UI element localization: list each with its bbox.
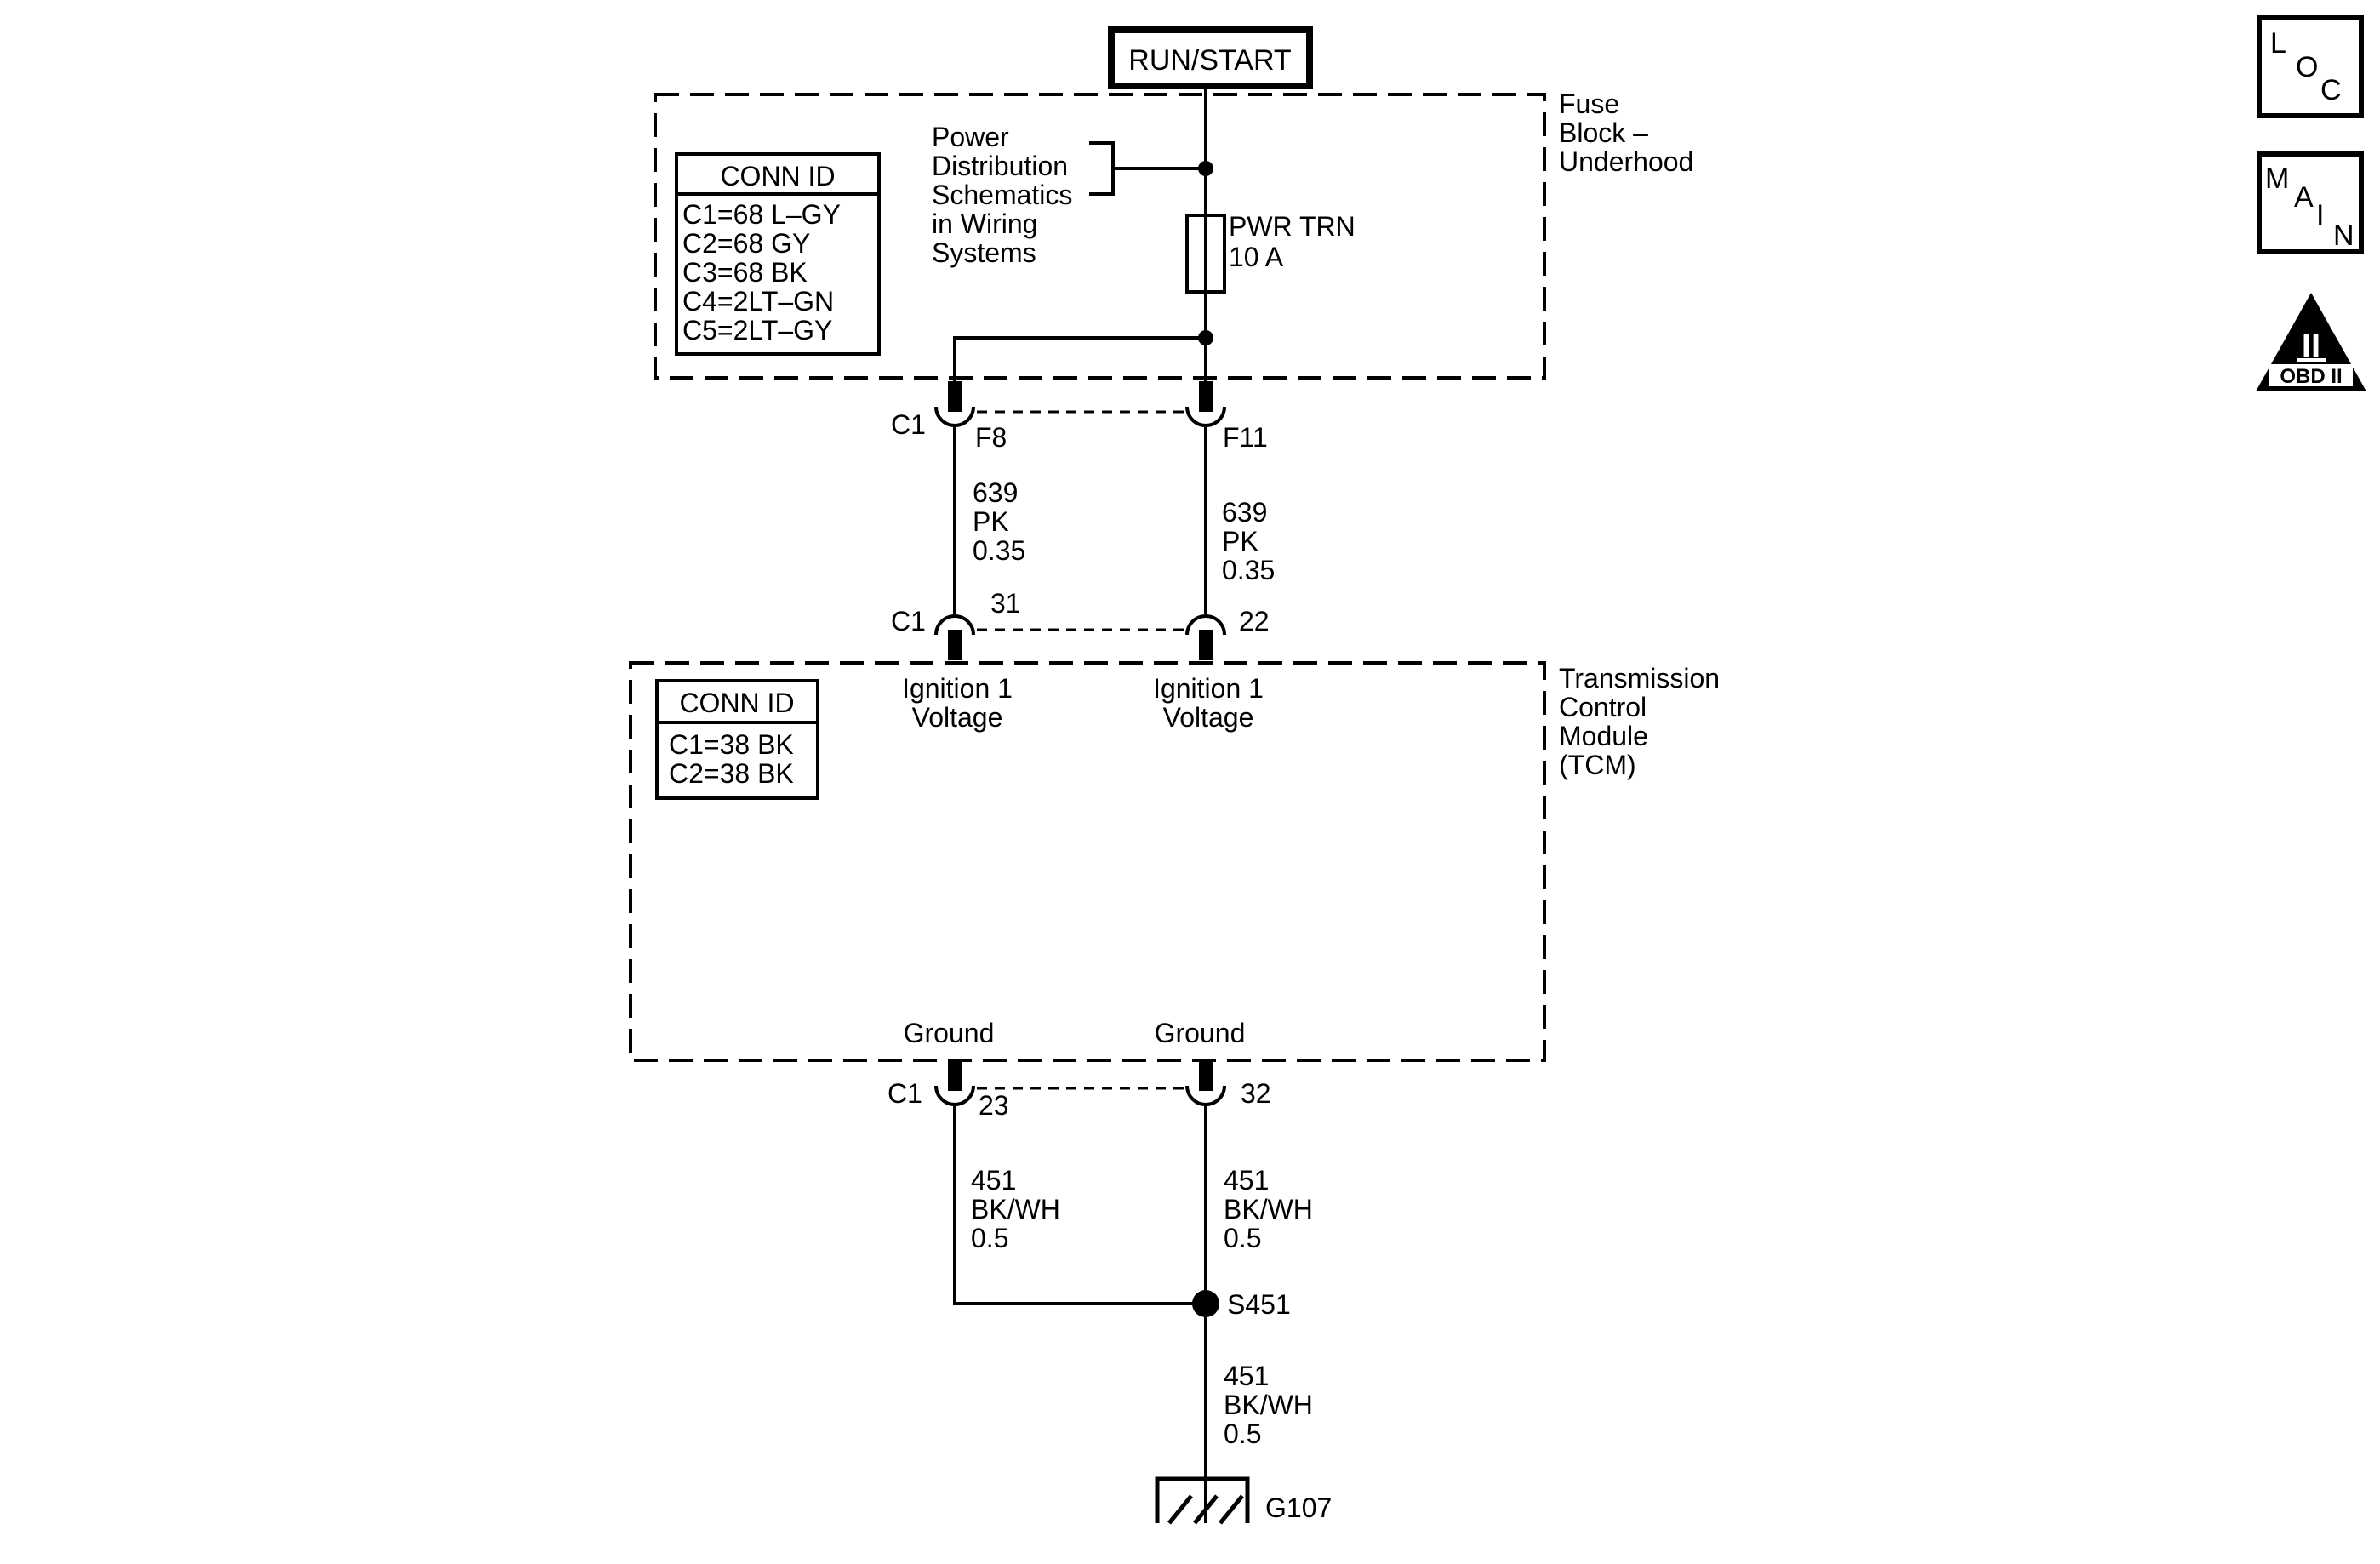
svg-text:BK/WH: BK/WH [971,1194,1060,1224]
main-icon[interactable]: M A I N [2257,151,2364,254]
svg-text:O: O [2296,51,2318,83]
svg-text:Power: Power [932,122,1009,152]
svg-text:L: L [2270,27,2286,60]
svg-text:0.5: 0.5 [971,1223,1008,1253]
svg-text:M: M [2265,163,2289,195]
upper-wire-right: 639 PK 0.35 [1204,425,1275,614]
svg-text:0.35: 0.35 [1222,555,1275,585]
feed-wire [953,86,1213,381]
obd-ii-icon[interactable]: II OBD II [2256,293,2366,391]
svg-text:Underhood: Underhood [1559,146,1693,177]
svg-text:Module: Module [1559,721,1648,751]
tcm-ground-labels: Ground Ground [904,1018,1246,1048]
svg-text:S451: S451 [1227,1289,1291,1320]
svg-text:BK/WH: BK/WH [1224,1194,1313,1224]
svg-text:F8: F8 [975,422,1007,453]
fuse-rating: 10 A [1229,242,1284,272]
tcm-ignition-inputs: Ignition 1 Voltage Ignition 1 Voltage [902,673,1264,733]
svg-text:Systems: Systems [932,237,1036,268]
svg-text:OBD II: OBD II [2280,365,2342,388]
tcm-conn-id-table: CONN ID C1=38 BK C2=38 BK [655,679,819,800]
fuse-block-label: Fuse Block – Underhood [1559,88,1693,177]
fuse-pwr-trn: PWR TRN 10 A [1185,211,1356,294]
tcm-bottom-connector: C1 23 32 [888,1060,1271,1121]
tcm-label: Transmission Control Module (TCM) [1559,663,1720,780]
svg-text:Voltage: Voltage [1163,702,1254,733]
power-distribution-reference: Power Distribution Schematics in Wiring … [932,122,1206,268]
junction-dot [1198,161,1213,176]
fuse-block-conn-id-table: CONN ID C1=68 L–GY C2=68 GY C3=68 BK C4=… [675,152,881,356]
svg-text:A: A [2294,181,2314,214]
lower-wire-left: 451 BK/WH 0.5 [953,1105,1206,1305]
fuse-block-outline [654,93,1546,380]
svg-text:F11: F11 [1223,422,1268,453]
svg-text:Block –: Block – [1559,117,1648,148]
svg-text:C1: C1 [888,1078,922,1109]
svg-text:Transmission: Transmission [1559,663,1720,694]
svg-text:22: 22 [1239,606,1270,636]
svg-text:G107: G107 [1265,1493,1332,1523]
svg-text:I: I [2316,199,2324,231]
svg-text:BK/WH: BK/WH [1224,1390,1313,1420]
svg-text:II: II [2302,328,2320,365]
svg-text:C1: C1 [891,606,926,636]
upper-connector: C1 F8 F11 [891,381,1268,453]
ground-wire: 451 BK/WH 0.5 [1204,1304,1313,1523]
svg-text:C3=68 BK: C3=68 BK [682,257,808,288]
svg-text:C1: C1 [891,409,926,440]
svg-text:639: 639 [1222,497,1267,528]
svg-text:0.35: 0.35 [973,535,1025,566]
svg-text:C: C [2320,74,2342,106]
svg-text:PK: PK [1222,526,1258,557]
svg-text:PK: PK [973,506,1009,537]
fuse-name: PWR TRN [1229,211,1356,242]
svg-text:31: 31 [990,588,1021,619]
tcm-top-connector: C1 31 22 [891,588,1270,660]
svg-text:Distribution: Distribution [932,151,1068,181]
svg-text:C2=38 BK: C2=38 BK [669,758,794,789]
splice-s451: S451 [1192,1289,1291,1320]
svg-text:C2=68 GY: C2=68 GY [682,228,810,259]
svg-text:0.5: 0.5 [1224,1223,1261,1253]
svg-text:C4=2LT–GN: C4=2LT–GN [682,286,834,317]
svg-text:in Wiring: in Wiring [932,208,1037,239]
svg-text:Ground: Ground [1155,1018,1246,1048]
svg-text:CONN ID: CONN ID [679,688,794,718]
svg-text:(TCM): (TCM) [1559,750,1636,780]
svg-text:Fuse: Fuse [1559,88,1619,119]
ground-g107: G107 [1155,1476,1332,1525]
svg-text:Control: Control [1559,692,1647,722]
svg-text:Voltage: Voltage [912,702,1003,733]
svg-text:451: 451 [1224,1165,1269,1196]
svg-text:23: 23 [979,1090,1009,1121]
svg-text:32: 32 [1241,1078,1271,1109]
run-start-label: RUN/START [1128,44,1291,77]
svg-text:451: 451 [971,1165,1016,1196]
svg-text:Ground: Ground [904,1018,995,1048]
upper-wire-left: 639 PK 0.35 [953,425,1025,614]
svg-text:C1=38 BK: C1=38 BK [669,729,794,760]
svg-text:N: N [2333,220,2354,252]
svg-text:Ignition 1: Ignition 1 [902,673,1013,704]
lower-wire-right: 451 BK/WH 0.5 [1204,1105,1313,1304]
svg-text:C1=68 L–GY: C1=68 L–GY [682,199,841,230]
svg-text:0.5: 0.5 [1224,1418,1261,1449]
svg-text:C5=2LT–GY: C5=2LT–GY [682,315,832,345]
svg-text:639: 639 [973,477,1018,508]
svg-text:Schematics: Schematics [932,180,1072,210]
tcm-outline [629,661,1546,1062]
svg-text:Ignition 1: Ignition 1 [1153,673,1264,704]
loc-icon[interactable]: L O C [2257,15,2364,118]
run-start-box: RUN/START [1108,26,1313,89]
svg-text:451: 451 [1224,1361,1269,1391]
svg-text:CONN ID: CONN ID [720,161,835,191]
